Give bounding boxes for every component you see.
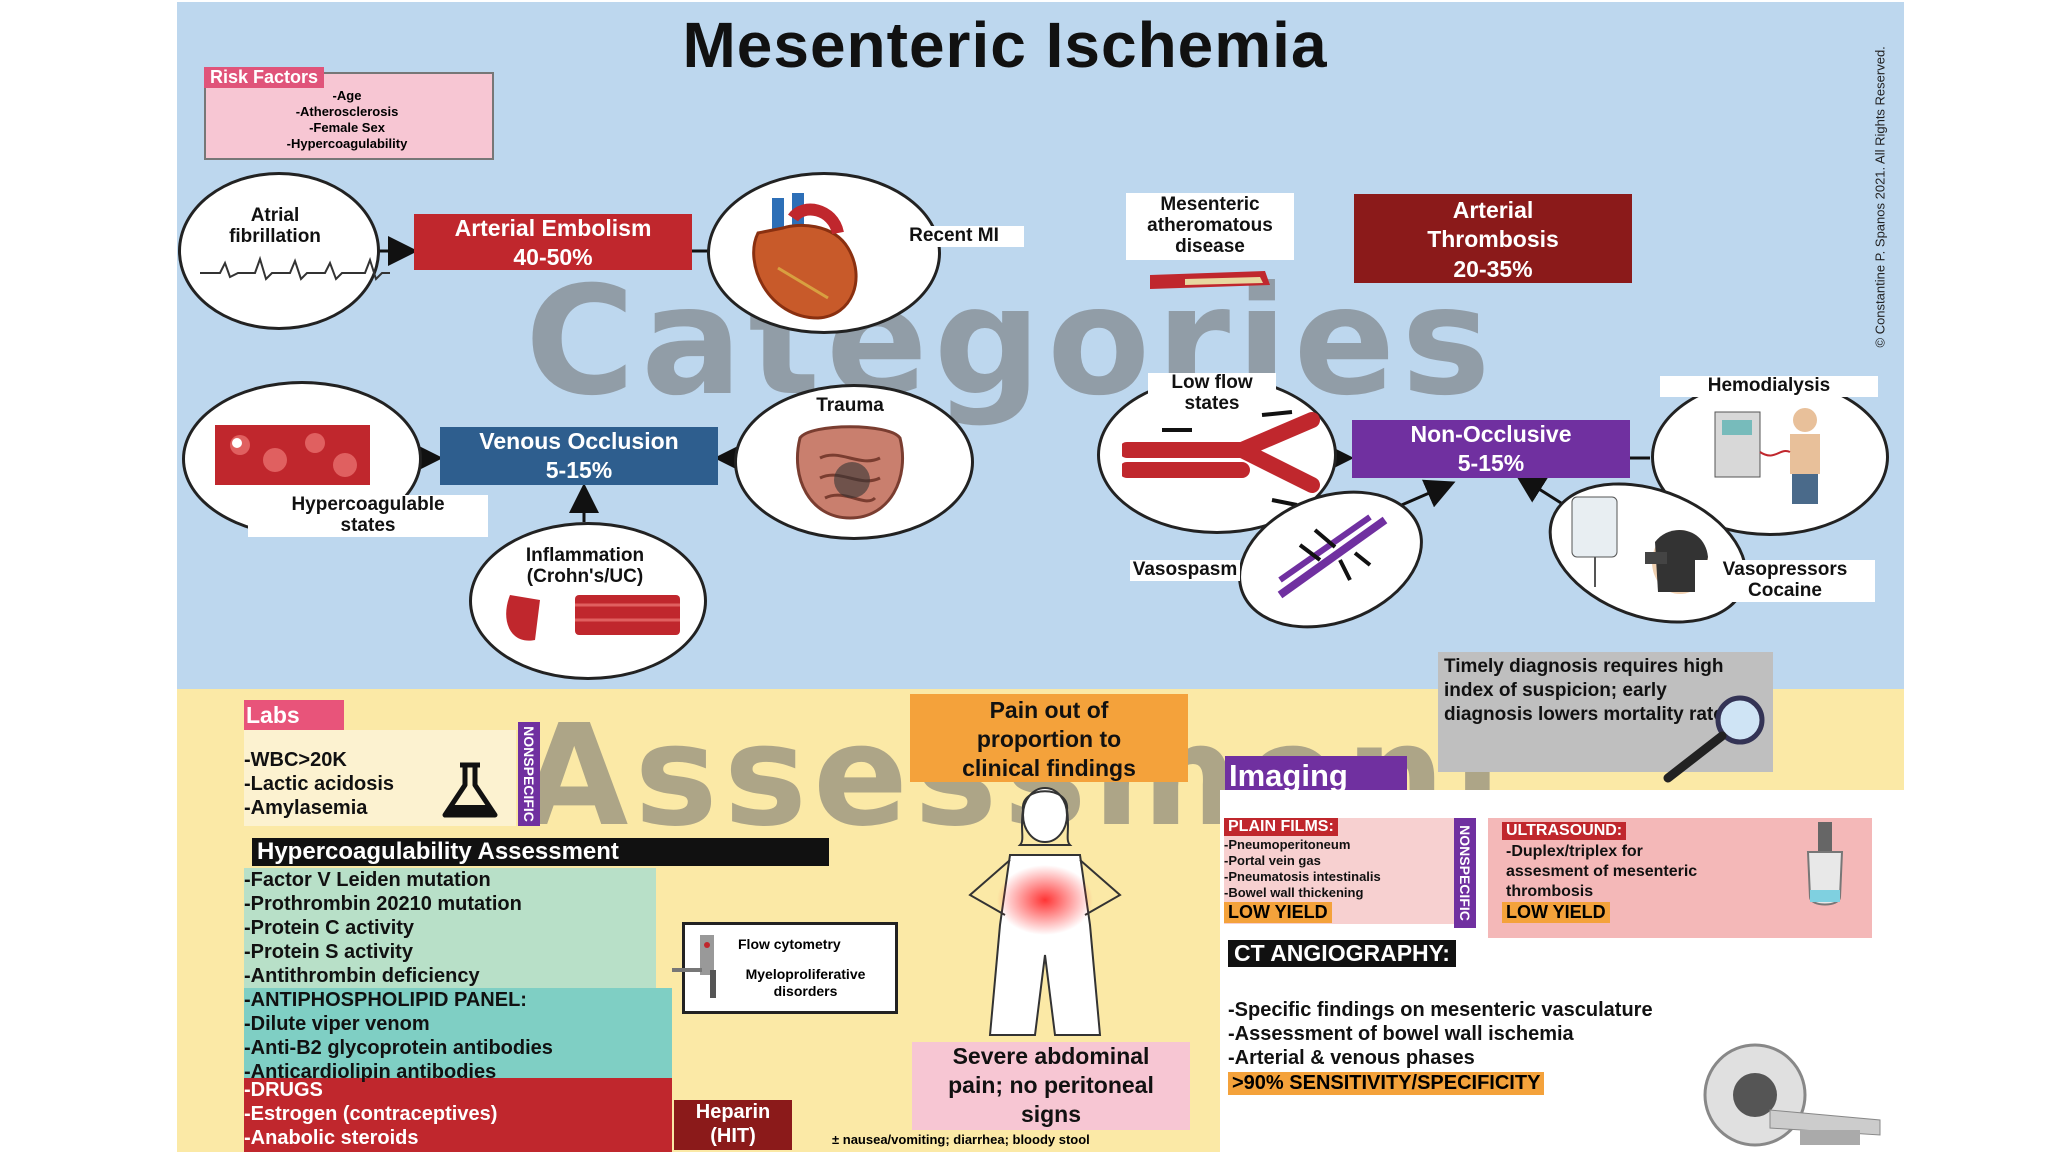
atrial-fibrillation-circle (178, 172, 380, 330)
flow-cytometry-card (682, 922, 898, 1014)
magnifier-icon (1663, 695, 1765, 783)
list-item: -Specific findings on mesenteric vascula… (1228, 999, 1653, 1021)
timely-diagnosis-text: Timely diagnosis requires high index of … (1444, 656, 1735, 725)
imaging-heading: Imaging (1225, 756, 1407, 796)
list-item: -Protein S activity (244, 941, 413, 963)
categories-watermark: Categories (525, 255, 1497, 429)
list-item: -Assessment of bowel wall ischemia (1228, 1023, 1574, 1045)
vasospasm-label: Vasospasm (1130, 559, 1240, 581)
heparin-box: Heparin(HIT) (674, 1100, 792, 1150)
labs-list: -WBC>20K -Lactic acidosis -Amylasemia (244, 748, 394, 820)
list-item: -Protein C activity (244, 917, 415, 939)
artery-plaque-icon (1150, 271, 1270, 289)
page-title: Mesenteric Ischemia (682, 9, 1328, 81)
hemodialysis-label: Hemodialysis (1660, 375, 1878, 397)
flask-icon (442, 762, 498, 818)
list-item: -Anticardiolipin antibodies (244, 1061, 497, 1083)
drugs-list: -DRUGS -Estrogen (contraceptives) -Anabo… (244, 1078, 497, 1150)
plain-films-list: -Pneumoperitoneum -Portal vein gas -Pneu… (1224, 837, 1381, 901)
list-item: -WBC>20K (244, 749, 347, 771)
ultrasound-text: -Duplex/triplex for assesment of mesente… (1506, 843, 1698, 900)
ultrasound-probe-icon (1806, 822, 1844, 906)
list-item: -Factor V Leiden mutation (244, 869, 491, 891)
list-item: -Amylasemia (244, 797, 368, 819)
colon-icon (506, 595, 680, 641)
blood-clot-icon (215, 425, 370, 485)
vessel-spasm-icon (1277, 514, 1388, 599)
heart-icon (752, 193, 858, 320)
hypercoag-heading: Hypercoagulability Assessment (252, 838, 829, 866)
intestine-icon (795, 425, 905, 520)
list-item: -Pneumoperitoneum (1224, 837, 1351, 852)
list-item: -Lactic acidosis (244, 773, 395, 795)
drugs-card (244, 1078, 672, 1152)
flow-cytometer-icon (672, 935, 716, 998)
list-item: -Antithrombin deficiency (244, 965, 480, 987)
hypercoag-list: -Factor V Leiden mutation -Prothrombin 2… (244, 868, 553, 1084)
recent-mi-label: Recent MI (884, 225, 1024, 247)
antiphospholipid-heading: -ANTIPHOSPHOLIPID PANEL: (244, 989, 527, 1011)
iv-bag-icon (1571, 496, 1708, 594)
dialysis-machine-icon (1714, 408, 1820, 504)
patient-abdominal-pain-icon (968, 787, 1122, 1036)
hypercoag-green-card (244, 868, 656, 988)
antiphospholipid-card (244, 988, 672, 1078)
plain-films-yield: LOW YIELD (1224, 902, 1332, 923)
list-item: -Prothrombin 20210 mutation (244, 893, 522, 915)
list-item: -Female Sex (309, 120, 385, 135)
list-item: -Arterial & venous phases (1228, 1047, 1475, 1069)
ct-scanner-icon (1703, 1043, 1881, 1147)
imaging-nonspecific-tag: NONSPECIFIC (1454, 818, 1476, 928)
list-item: -Hypercoagulability (286, 136, 408, 151)
list-item: -Dilute viper venom (244, 1013, 430, 1035)
list-item: -Pneumatosis intestinalis (1224, 869, 1381, 884)
inflammation-label: Inflammation(Crohn's/UC) (525, 545, 645, 587)
list-item: -Age (332, 88, 362, 103)
plain-films-heading: PLAIN FILMS: (1224, 818, 1338, 836)
list-item: -Portal vein gas (1224, 853, 1321, 868)
flow-cytometry-label: Flow cytometry (738, 936, 841, 952)
cta-list: -Specific findings on mesenteric vascula… (1228, 998, 1653, 1070)
symptoms-note: ± nausea/vomiting; diarrhea; bloody stoo… (832, 1132, 1090, 1147)
vessel-flow-icon (1122, 410, 1320, 507)
trauma-label: Trauma (816, 395, 884, 416)
list-item: -Estrogen (contraceptives) (244, 1103, 498, 1125)
list-item: -Atherosclerosis (295, 104, 399, 119)
risk-factors-heading: Risk Factors (204, 67, 325, 88)
drugs-heading: -DRUGS (244, 1079, 323, 1101)
list-item: -Bowel wall thickening (1224, 885, 1364, 900)
list-item: -Anti-B2 glycoprotein antibodies (244, 1037, 553, 1059)
labs-heading: Labs (244, 700, 344, 731)
risk-factors-list: -Age -Atherosclerosis -Female Sex -Hyper… (204, 88, 490, 152)
ultrasound-heading: ULTRASOUND: (1502, 822, 1627, 840)
list-item: -Anabolic steroids (244, 1127, 419, 1149)
ecg-trace-icon (200, 255, 390, 281)
ultrasound-yield: LOW YIELD (1502, 902, 1610, 923)
labs-nonspecific-tag: NONSPECIFIC (518, 722, 540, 826)
cta-heading: CT ANGIOGRAPHY: (1228, 940, 1456, 967)
cta-highlight: >90% SENSITIVITY/SPECIFICITY (1228, 1072, 1545, 1095)
